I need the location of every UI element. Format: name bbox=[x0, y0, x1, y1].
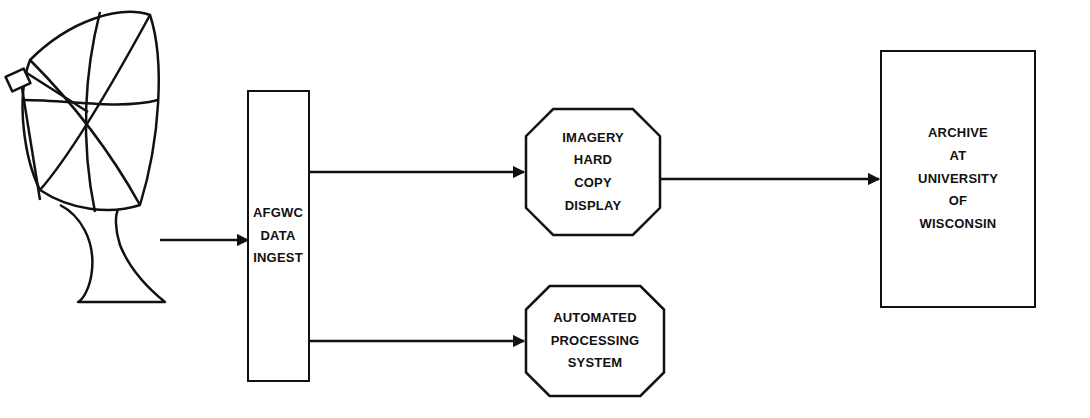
display-octagon: IMAGERY HARD COPY DISPLAY bbox=[525, 108, 661, 236]
node-label: ARCHIVE AT UNIVERSITY OF WISCONSIN bbox=[918, 122, 998, 236]
downlink-arrow bbox=[160, 239, 248, 242]
satellite-dish bbox=[6, 12, 165, 302]
node-label: AFGWC DATA INGEST bbox=[253, 202, 303, 270]
flow-arrow bbox=[310, 340, 525, 343]
node-label: IMAGERY HARD COPY DISPLAY bbox=[562, 127, 623, 218]
node-label: AUTOMATED PROCESSING SYSTEM bbox=[551, 307, 640, 375]
flow-arrow bbox=[661, 178, 879, 181]
processing-octagon: AUTOMATED PROCESSING SYSTEM bbox=[525, 285, 665, 397]
archive-box: ARCHIVE AT UNIVERSITY OF WISCONSIN bbox=[880, 50, 1036, 308]
flow-arrow bbox=[310, 171, 525, 174]
octagon-outline bbox=[525, 108, 661, 236]
process-box: AFGWC DATA INGEST bbox=[247, 90, 310, 382]
